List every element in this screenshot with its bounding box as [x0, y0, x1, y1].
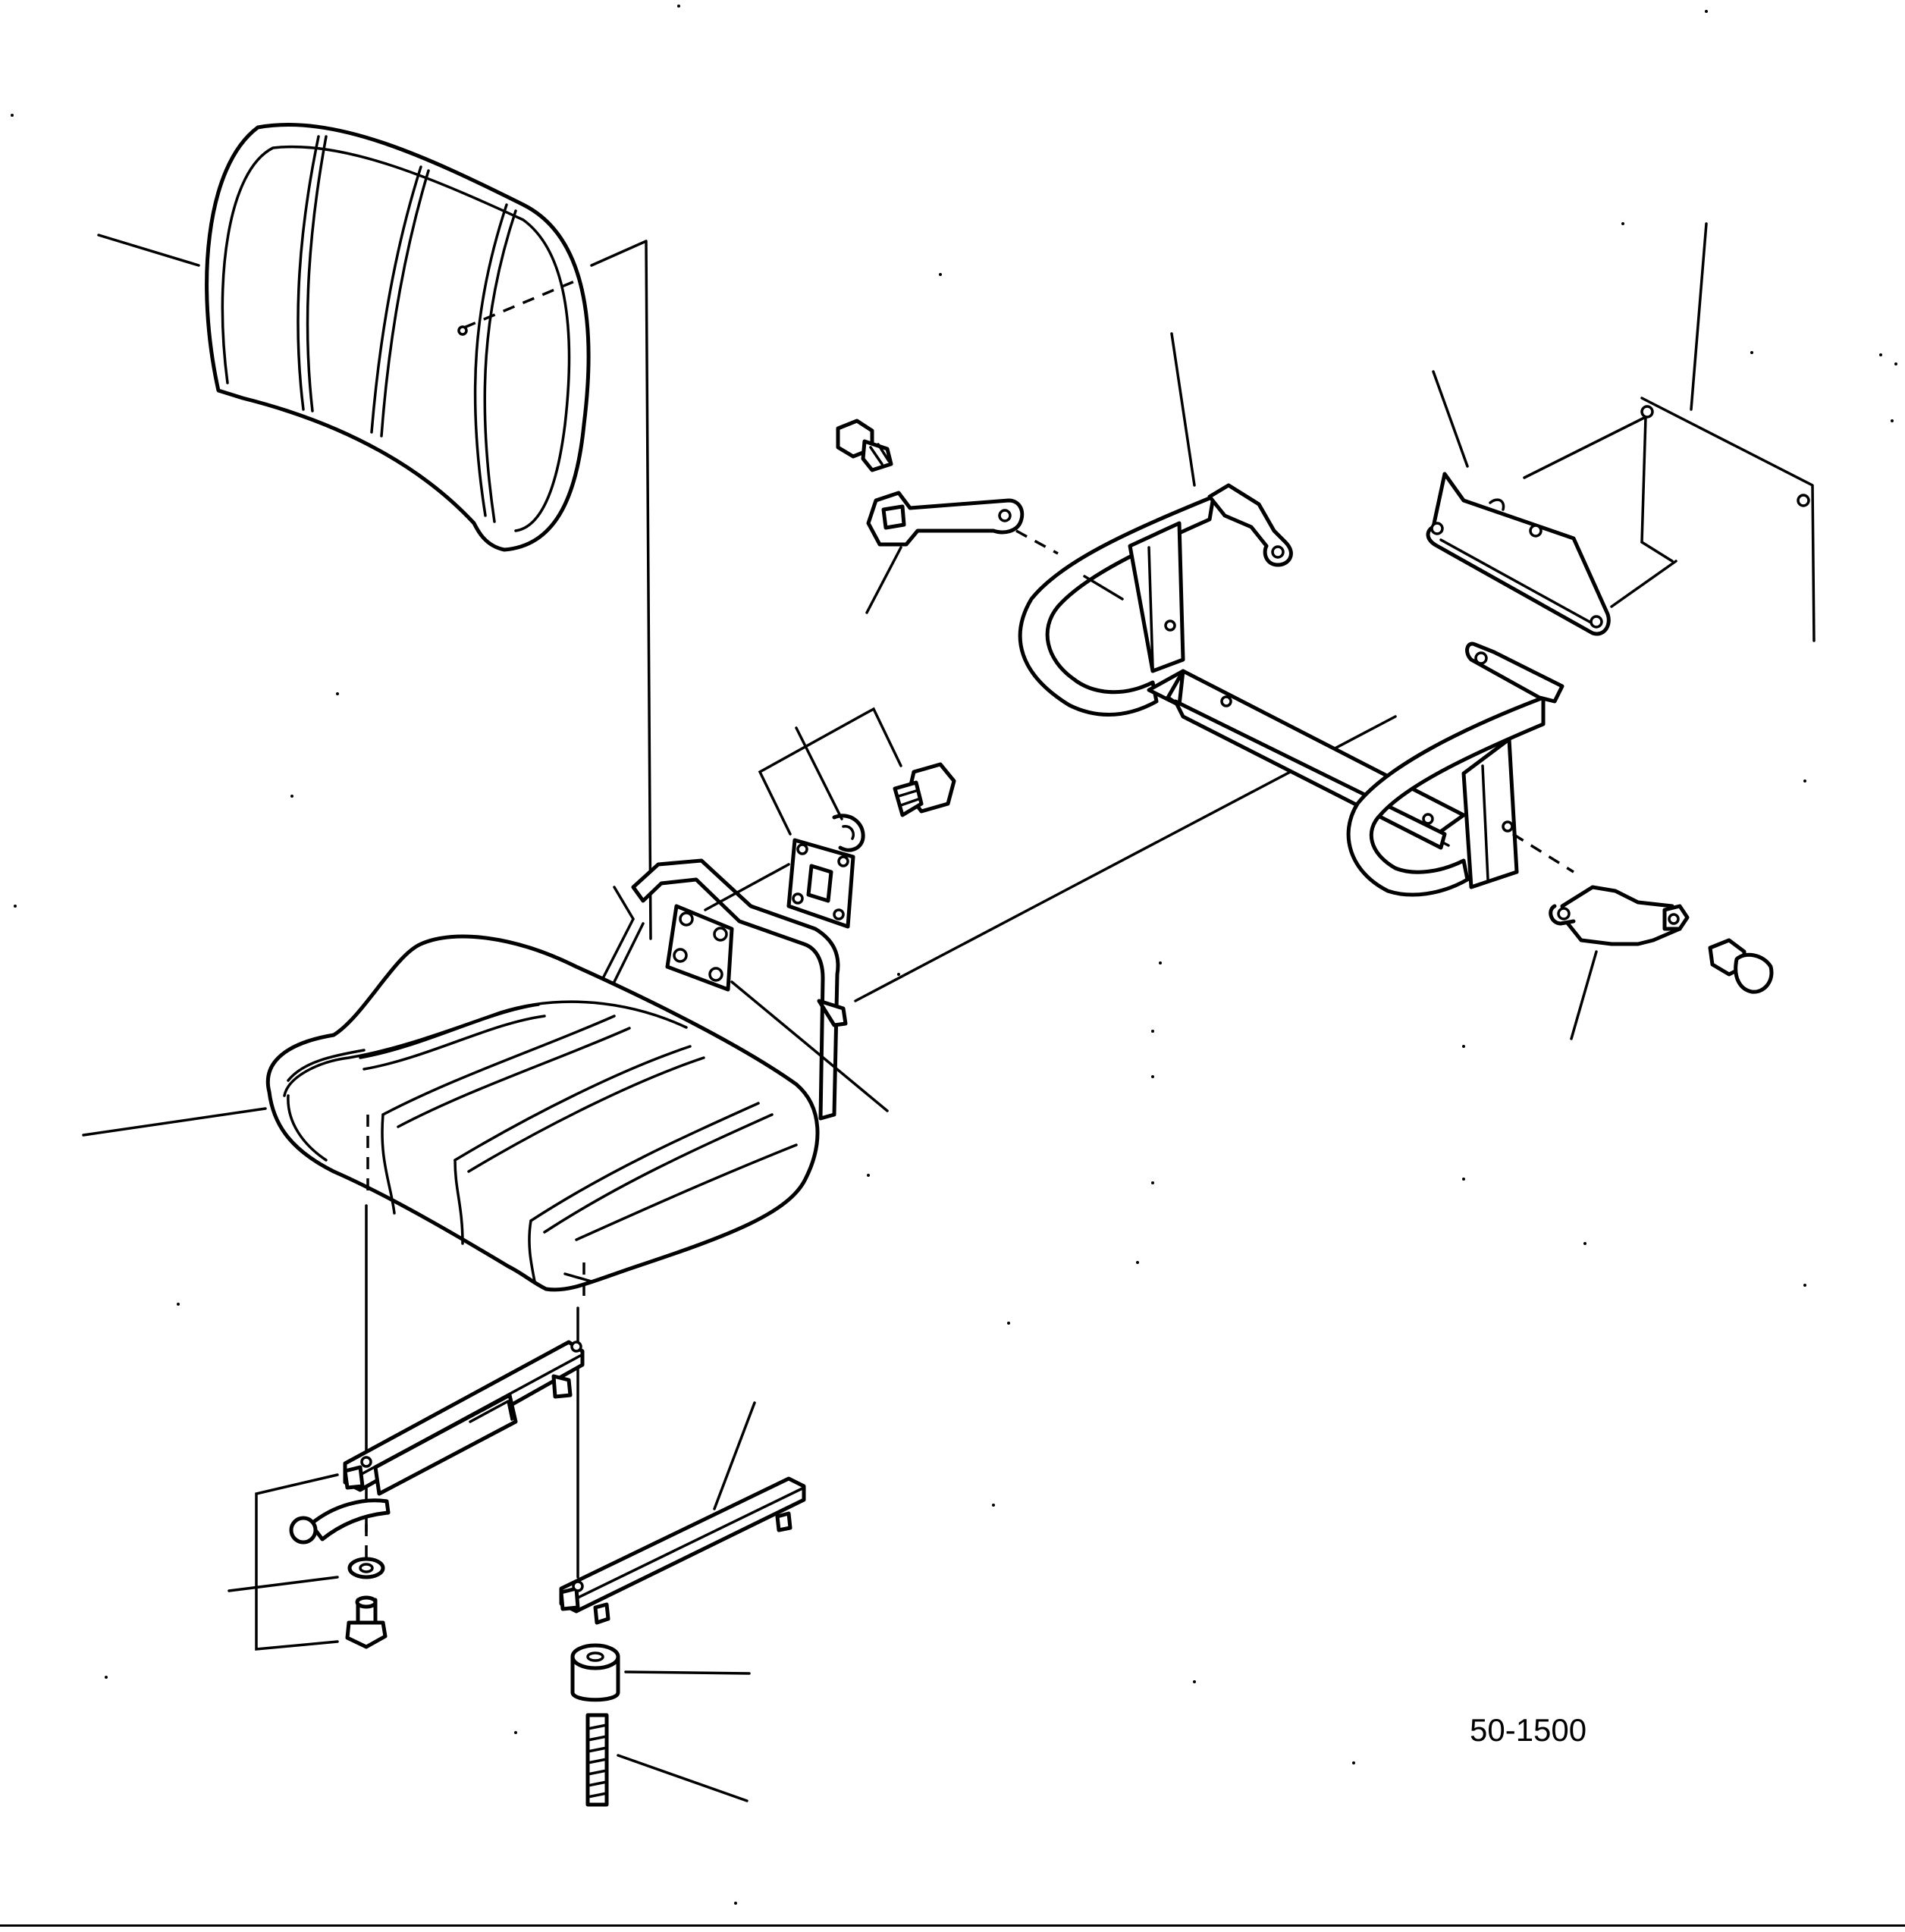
- leader-spacer-collar: [624, 1670, 751, 1675]
- spacer-collar: [570, 1643, 620, 1702]
- seat-belt-buckle-right: [1549, 885, 1690, 946]
- seat-hinge-bracket-frame: [598, 858, 848, 1121]
- mounting-stud: [585, 1713, 609, 1807]
- mounting-bolt-left: [345, 1595, 388, 1649]
- leader-snap-ring: [795, 726, 843, 820]
- right-slide-rail: [559, 1476, 806, 1625]
- leader-seat-belt-left: [865, 546, 902, 614]
- seat-belt-bolt-right: [1708, 938, 1774, 994]
- hinge-bolt: [893, 762, 956, 817]
- leader-bracket-link: [704, 863, 790, 911]
- leader-seat-cushion: [82, 1107, 267, 1137]
- lock-washer: [347, 1557, 385, 1579]
- leader-hinge-group: [758, 707, 902, 836]
- frame-seatbelt-reference-line: [1015, 529, 1059, 555]
- snap-ring: [832, 814, 865, 852]
- leader-frame-mounting-bracket: [1432, 370, 1469, 468]
- leader-seat-support-frame: [1170, 332, 1196, 487]
- leader-mounting-stud: [617, 1754, 749, 1802]
- leader-seat-back: [97, 234, 200, 267]
- leader-seat-belt-right: [1570, 950, 1598, 1040]
- leader-mounting-plate: [730, 980, 889, 1112]
- slide-adjust-lever: [289, 1498, 391, 1545]
- seat-cushion: [265, 934, 820, 1304]
- hinge-mounting-plate: [665, 904, 734, 992]
- page-bottom-rule: [0, 1924, 1905, 1927]
- seat-support-frame: [1018, 483, 1564, 897]
- frame-mounting-bracket: [1426, 472, 1611, 636]
- seat-belt-bolt-left: [836, 419, 893, 472]
- seat-back-cushion: [205, 123, 591, 552]
- frame-seatbelt-right-reference-line: [1512, 833, 1574, 873]
- leader-right-slide-rail: [713, 1401, 756, 1510]
- diagram-reference-code: 50-1500: [1470, 1712, 1587, 1748]
- leader-floor-plate: [1690, 222, 1708, 411]
- scan-specks: [11, 5, 1897, 1905]
- seat-belt-buckle-left: [866, 491, 1025, 547]
- back-bracket-reference-line-2: [613, 886, 635, 921]
- leader-lever-group: [255, 1473, 339, 1651]
- leader-washer: [228, 1576, 339, 1592]
- hinge-bracket: [786, 838, 855, 929]
- left-slide-rail: [343, 1340, 585, 1496]
- floor-plate: [1523, 397, 1816, 642]
- frame-plate-reference-line: [1083, 575, 1124, 601]
- back-bracket-reference-line: [590, 240, 652, 940]
